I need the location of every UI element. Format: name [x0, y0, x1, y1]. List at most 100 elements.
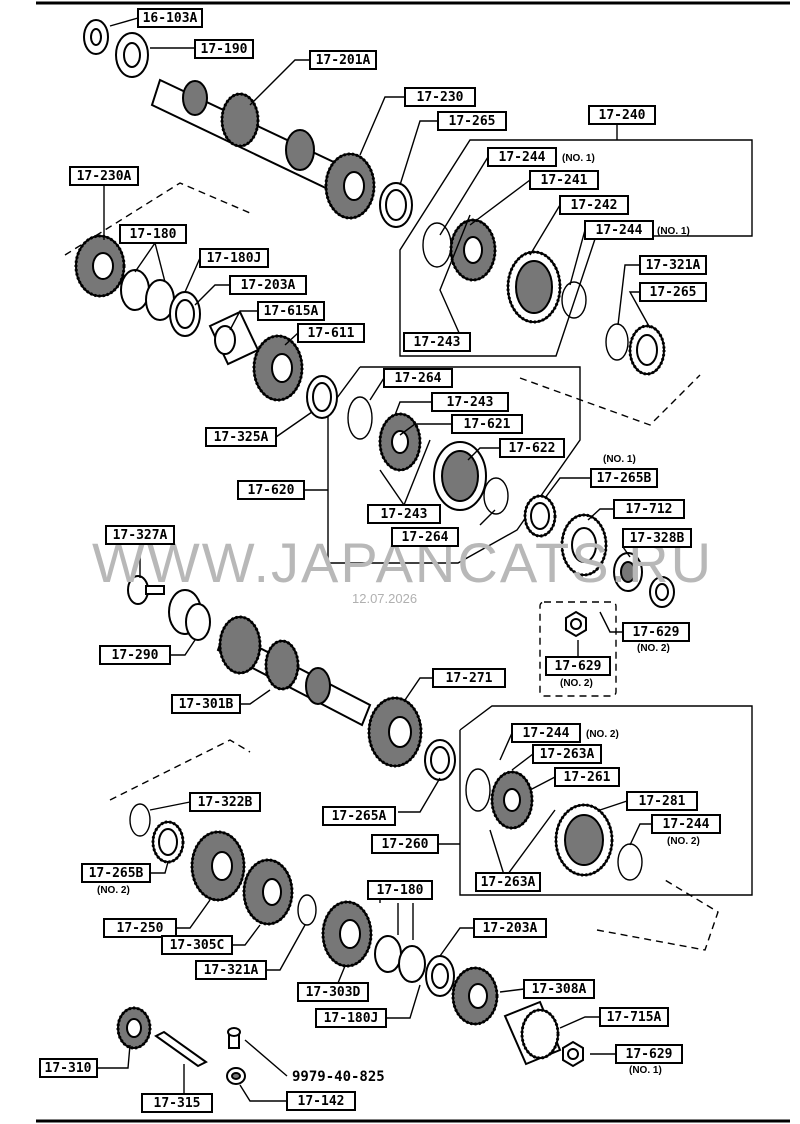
callout-text: 17-264: [402, 530, 449, 545]
callout-text: 17-265: [449, 114, 496, 129]
callout-17-321a-a: 17-321A: [639, 255, 707, 275]
note-629-no2-b: (NO. 2): [560, 678, 593, 689]
callout-17-180j-b: 17-180J: [315, 1008, 387, 1028]
callout-text: 17-328B: [630, 531, 685, 546]
callout-16-103a: 16-103A: [137, 8, 203, 28]
callout-text: 17-303D: [306, 985, 361, 1000]
gear-17-712-part: [560, 513, 608, 577]
note-244-no1-b: (NO. 1): [657, 226, 690, 237]
dashed-envelopes: [64, 182, 719, 951]
callout-17-629-b: 17-629: [545, 656, 611, 676]
sleeve-17-615a-part: [208, 310, 260, 366]
callout-17-203a-b: 17-203A: [473, 918, 547, 938]
callout-17-271: 17-271: [432, 668, 506, 688]
callout-text: 17-244: [596, 223, 643, 238]
note-244-no2-a: (NO. 2): [586, 729, 619, 740]
callout-17-241: 17-241: [529, 170, 599, 190]
callout-17-230a: 17-230A: [69, 166, 139, 186]
callout-17-621: 17-621: [451, 414, 523, 434]
callout-17-308a: 17-308A: [523, 979, 595, 999]
callout-17-190: 17-190: [194, 39, 254, 59]
callout-text: 17-243: [414, 335, 461, 350]
callout-text: 17-241: [541, 173, 588, 188]
callout-text: 17-203A: [241, 278, 296, 293]
callout-text: 17-142: [298, 1094, 345, 1109]
ring-17-321a-and-17-265: [605, 323, 666, 376]
callout-17-142: 17-142: [286, 1091, 356, 1111]
callout-text: 17-180J: [324, 1011, 379, 1026]
callout-text: 17-230: [417, 90, 464, 105]
callout-17-243-c: 17-243: [367, 504, 441, 524]
callout-text: 17-281: [639, 794, 686, 809]
callout-17-321a-b: 17-321A: [195, 960, 267, 980]
callout-17-260: 17-260: [371, 834, 439, 854]
callout-text: 17-180: [377, 883, 424, 898]
callout-17-622: 17-622: [499, 438, 565, 458]
callout-17-264-b: 17-264: [391, 527, 459, 547]
callout-17-265-b: 17-265: [639, 282, 707, 302]
bearing-17-328b-part: [613, 552, 643, 592]
callout-text: 17-305C: [170, 938, 225, 953]
countershaft-gears-parts: [129, 803, 584, 1068]
callout-text: 17-250: [117, 921, 164, 936]
callout-text: 17-315: [154, 1096, 201, 1111]
callout-17-265-a: 17-265: [437, 111, 507, 131]
callout-text: 17-265B: [89, 866, 144, 881]
callout-17-263a-a: 17-263A: [532, 744, 602, 764]
ring-17-265-part: [379, 182, 413, 228]
callout-text: 17-243: [381, 507, 428, 522]
callout-text: 17-321A: [646, 258, 701, 273]
input-shaft-part: [83, 19, 342, 192]
callout-17-243-b: 17-243: [431, 392, 509, 412]
callout-text: 17-301B: [179, 697, 234, 712]
callout-text: 17-310: [45, 1061, 92, 1076]
callout-17-180-b: 17-180: [367, 880, 433, 900]
callout-text: 17-622: [509, 441, 556, 456]
callout-17-325a: 17-325A: [205, 427, 277, 447]
note-629-no1: (NO. 1): [629, 1065, 662, 1076]
note-244-no1-a: (NO. 1): [562, 153, 595, 164]
note-265b-no2: (NO. 2): [97, 885, 130, 896]
callout-17-305c: 17-305C: [161, 935, 233, 955]
callout-17-201a: 17-201A: [309, 50, 377, 70]
group-frame-17-260: [459, 705, 753, 896]
gear-17-271-part: [367, 696, 423, 768]
note-629-no2-a: (NO. 2): [637, 643, 670, 654]
callout-text: 17-263A: [481, 875, 536, 890]
gear-17-230-part: [324, 152, 376, 220]
callout-text: 17-230A: [77, 169, 132, 184]
callout-17-322b: 17-322B: [189, 792, 261, 812]
callout-text: 17-244: [499, 150, 546, 165]
callout-17-290: 17-290: [99, 645, 171, 665]
callout-17-203a-a: 17-203A: [229, 275, 307, 295]
callout-17-244-d: 17-244: [651, 814, 721, 834]
nut-17-629-parts: [565, 576, 675, 638]
callout-17-310: 17-310: [39, 1058, 98, 1078]
callout-text: 17-715A: [607, 1010, 662, 1025]
main-shaft-part: [127, 575, 372, 727]
callout-text: 17-620: [248, 483, 295, 498]
callout-text: 16-103A: [143, 11, 198, 26]
callout-17-263a-b: 17-263A: [475, 872, 541, 892]
callout-text: 17-321A: [204, 963, 259, 978]
ring-17-265a-part: [424, 739, 456, 781]
leader-lines: [97, 17, 652, 1103]
callout-text: 17-201A: [316, 53, 371, 68]
callout-text: 17-322B: [198, 795, 253, 810]
group-frame-17-240: [399, 125, 753, 357]
callout-text: 17-615A: [264, 304, 319, 319]
callout-text: 17-264: [395, 371, 442, 386]
callout-17-265a: 17-265A: [322, 806, 396, 826]
callout-17-242: 17-242: [559, 195, 629, 215]
callout-text: 17-263A: [540, 747, 595, 762]
callout-text: 17-308A: [532, 982, 587, 997]
callout-17-281: 17-281: [626, 791, 698, 811]
callout-text: 17-240: [599, 108, 646, 123]
callout-17-265b-b: 17-265B: [81, 863, 151, 883]
callout-17-611: 17-611: [297, 323, 365, 343]
callout-text: 17-621: [464, 417, 511, 432]
callout-text: 17-611: [308, 326, 355, 341]
watermark-date: 12.07.2026: [352, 591, 417, 606]
callout-17-315: 17-315: [141, 1093, 213, 1113]
group-frame-17-620: [327, 366, 581, 564]
